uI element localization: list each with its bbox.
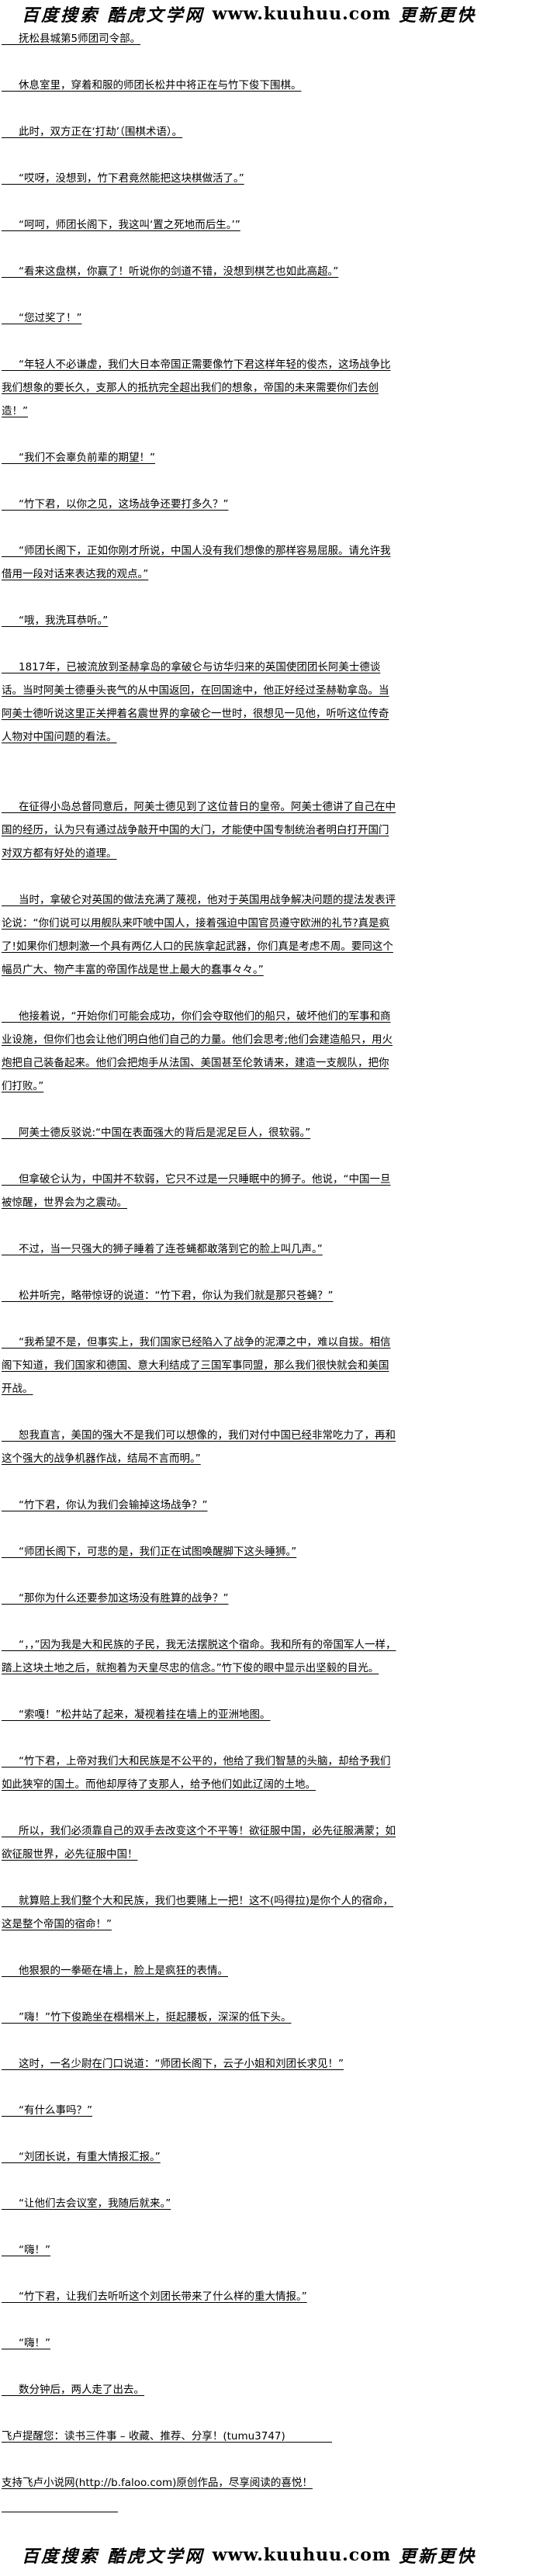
footer-support-link[interactable]: 支持飞卢小说网(http://b.faloo.com)原创作品，尽享阅读的喜悦！ [2, 2477, 313, 2489]
site-logo-banner-top: 百度搜索 酷虎文学网 www.kuuhuu.com 更新更快 [0, 0, 543, 27]
logo-text-right: 更新更快 [399, 2546, 477, 2567]
paragraph: 这时，一名少尉在门口说道：“师团长阁下，云子小姐和刘团长求见！” [2, 2052, 397, 2076]
paragraph: “竹下君，让我们去听听这个刘团长带来了什么样的重大情报。” [2, 2285, 397, 2308]
paragraph: 所以，我们必须靠自己的双手去改变这个不平等！欲征服中国，必先征服满蒙；如欲征服世… [2, 1819, 397, 1866]
paragraph: “嗨！” [2, 2332, 397, 2355]
paragraph: “哎呀，没想到，竹下君竟然能把这块棋做活了。” [2, 167, 397, 190]
paragraph: 当时，拿破仑对英国的做法充满了蔑视，他对于英国用战争解决问题的提法发表评论说：“… [2, 888, 397, 982]
paragraph: 此时，双方正在‘打劫’（围棋术语）。 [2, 120, 397, 144]
paragraph: “让他们去会议室，我随后就来。” [2, 2192, 397, 2215]
paragraph: “您过奖了！” [2, 306, 397, 330]
paragraph: 数分钟后，两人走了出去。 [2, 2378, 397, 2401]
logo-text-left: 百度搜索 酷虎文学网 [22, 2546, 205, 2567]
paragraph: “竹下君，以你之见，这场战争还要打多久？” [2, 493, 397, 516]
paragraph: 松井听完，略带惊讶的说道：“竹下君，你认为我们就是那只苍蝇？” [2, 1284, 397, 1307]
paragraph: “呵呵，师团长阁下，我这叫‘置之死地而后生。’” [2, 213, 397, 237]
paragraph: “有什么事吗？” [2, 2099, 397, 2122]
paragraph: 不过，当一只强大的狮子睡着了连苍蝇都敢落到它的脸上叫几声。” [2, 1238, 397, 1261]
paragraph: “年轻人不必谦虚，我们大日本帝国正需要像竹下君这样年轻的俊杰，这场战争比我们想象… [2, 353, 397, 423]
paragraph: “师团长阁下，正如你刚才所说，中国人没有我们想像的那样容易屈服。请允许我借用一段… [2, 539, 397, 586]
logo-text-left: 百度搜索 酷虎文学网 [22, 5, 205, 26]
underline-fill [285, 2442, 332, 2443]
paragraph: 恕我直言，美国的强大不是我们可以想像的，我们对付中国已经非常吃力了，再和这个强大… [2, 1424, 397, 1470]
paragraph: ”嗨！”竹下俊跪坐在榻榻米上，挺起腰板，深深的低下头。 [2, 2006, 397, 2029]
logo-text-right: 更新更快 [399, 5, 477, 26]
paragraph: “看来这盘棋，你赢了！听说你的剑道不错，没想到棋艺也如此高超。” [2, 260, 397, 283]
paragraph: 但拿破仑认为，中国并不软弱，它只不过是一只睡眠中的狮子。他说，“中国一旦被惊醒，… [2, 1168, 397, 1214]
chapter-content: 抚松县城第5师团司令部。 休息室里，穿着和服的师团长松井中将正在与竹下俊下围棋。… [0, 27, 397, 2518]
logo-url: www.kuuhuu.com [212, 3, 392, 24]
paragraph: “竹下君，上帝对我们大和民族是不公平的，他给了我们智慧的头脑，却给予我们如此狭窄… [2, 1750, 397, 1796]
paragraph: “竹下君，你认为我们会输掉这场战争？” [2, 1494, 397, 1517]
paragraph: “索嘎！”松井站了起来，凝视着挂在墙上的亚洲地图。 [2, 1703, 397, 1726]
footer-reminder: 飞卢提醒您：读书三件事 – 收藏、推荐、分享！(tumu3747) [2, 2425, 397, 2448]
paragraph: 1817年，已被流放到圣赫拿岛的拿破仑与访华归来的英国使团团长阿美士德谈话。当时… [2, 656, 397, 749]
paragraph: “我希望不是，但事实上，我们国家已经陷入了战争的泥潭之中，难以自拔。相信阁下知道… [2, 1331, 397, 1401]
paragraph: 阿美士德反驳说:“中国在表面强大的背后是泥足巨人，很软弱。” [2, 1121, 397, 1144]
footer-support: 支持飞卢小说网(http://b.faloo.com)原创作品，尽享阅读的喜悦！ [2, 2471, 397, 2518]
logo-url: www.kuuhuu.com [212, 2544, 392, 2565]
paragraph: “我们不会辜负前辈的期望！” [2, 446, 397, 469]
footer-reminder-text: 飞卢提醒您：读书三件事 – 收藏、推荐、分享！(tumu3747) [2, 2430, 285, 2443]
paragraph: “，，”因为我是大和民族的子民，我无法摆脱这个宿命。我和所有的帝国军人一样，踏上… [2, 1633, 397, 1680]
paragraph: “哦，我洗耳恭听。” [2, 609, 397, 632]
paragraph: “师团长阁下，可悲的是，我们正在试图唤醒脚下这头睡狮。” [2, 1540, 397, 1563]
paragraph: “那你为什么还要参加这场没有胜算的战争？” [2, 1587, 397, 1610]
paragraph: 在征得小岛总督同意后，阿美士德见到了这位昔日的皇帝。阿美士德讲了自己在中国的经历… [2, 795, 397, 865]
paragraph: 他狠狠的一拳砸在墙上，脸上是疯狂的表情。 [2, 1959, 397, 1982]
paragraph: 他接着说，“开始你们可能会成功，你们会夺取他们的船只，破坏他们的军事和商业设施，… [2, 1005, 397, 1098]
paragraph: 就算赔上我们整个大和民族，我们也要赌上一把！这不(吗得拉)是你个人的宿命，这是整… [2, 1889, 397, 1936]
paragraph: 抚松县城第5师团司令部。 [2, 27, 397, 50]
paragraph: “刘团长说，有重大情报汇报。” [2, 2145, 397, 2169]
site-logo-banner-bottom: 百度搜索 酷虎文学网 www.kuuhuu.com 更新更快 [0, 2541, 543, 2576]
paragraph: “嗨！” [2, 2238, 397, 2262]
paragraph: 休息室里，穿着和服的师团长松井中将正在与竹下俊下围棋。 [2, 74, 397, 97]
